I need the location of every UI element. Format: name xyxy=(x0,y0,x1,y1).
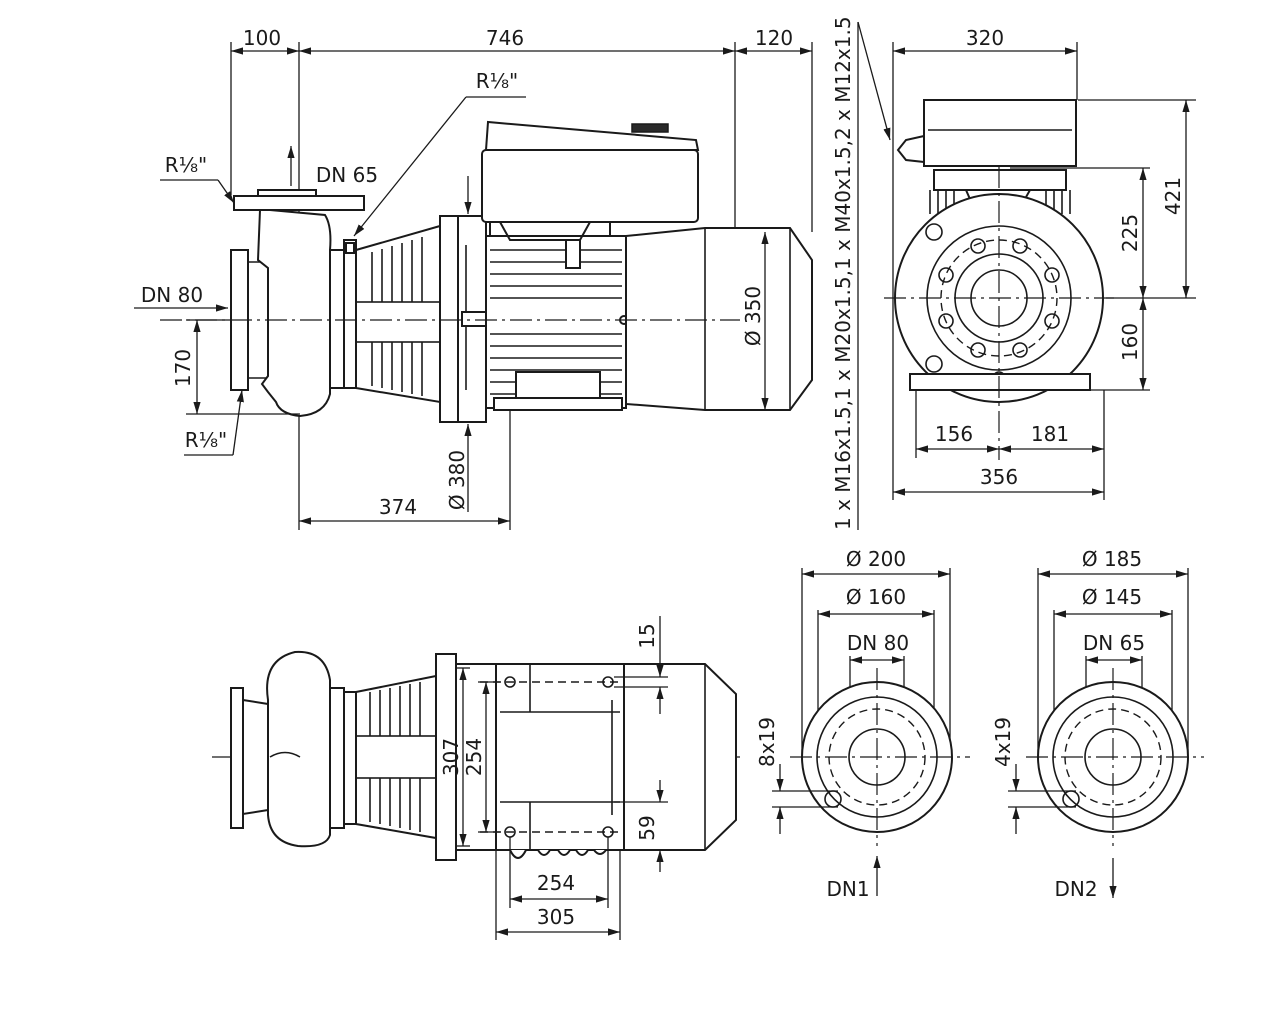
top-suction-flange xyxy=(230,687,244,829)
dim-746: 746 xyxy=(486,26,524,50)
dim-181: 181 xyxy=(1031,422,1069,446)
label-dn65: DN 65 xyxy=(316,163,378,187)
dim-motor-diameter: Ø 350 xyxy=(741,286,765,346)
dim-421: 421 xyxy=(1161,177,1185,215)
label-r-bottom: R¹⁄₈" xyxy=(185,428,227,452)
label-dn2: DN2 xyxy=(1054,877,1097,901)
pump-volute xyxy=(256,209,332,418)
dim-dn2-outer: Ø 185 xyxy=(1082,547,1142,571)
front-fins xyxy=(929,190,1071,214)
label-dn65-flange: DN 65 xyxy=(1083,631,1145,655)
label-holes-dn2: 4x19 xyxy=(991,717,1015,767)
dim-225: 225 xyxy=(1118,214,1142,252)
top-lantern-ribs xyxy=(355,682,437,832)
fan-cover xyxy=(625,227,813,411)
dim-100: 100 xyxy=(243,26,281,50)
label-dn1: DN1 xyxy=(826,877,869,901)
flange-dn1: Ø 200 Ø 160 DN 80 8x19 DN1 xyxy=(755,547,970,901)
lantern xyxy=(355,224,441,404)
front-view: 320 xyxy=(884,26,1196,500)
dim-320: 320 xyxy=(966,26,1004,50)
label-dn80-flange: DN 80 xyxy=(847,631,909,655)
flange-dn2: Ø 185 Ø 145 DN 65 4x19 DN2 xyxy=(991,547,1204,901)
pressure-flange xyxy=(233,195,365,211)
dim-156: 156 xyxy=(935,422,973,446)
top-volute xyxy=(266,650,331,848)
dim-305: 305 xyxy=(537,905,575,929)
dim-170: 170 xyxy=(171,349,195,387)
cable-gland-note: 1 x M16x1.5,1 x M20x1.5,1 x M40x1.5,2 x … xyxy=(831,16,891,530)
label-holes-dn1: 8x19 xyxy=(755,717,779,767)
top-terminal-bumps xyxy=(509,849,607,859)
dim-120: 120 xyxy=(755,26,793,50)
dim-254-horizontal: 254 xyxy=(537,871,575,895)
front-electronics-module xyxy=(923,99,1077,167)
dim-356: 356 xyxy=(980,465,1018,489)
label-r-left: R¹⁄₈" xyxy=(165,153,207,177)
dim-flange-diameter: Ø 380 xyxy=(445,450,469,510)
label-r-top: R¹⁄₈" xyxy=(476,69,518,93)
motor-foot xyxy=(493,397,623,411)
top-view: 307 254 15 59 254 305 xyxy=(212,616,740,940)
side-view: Ø 350 Ø 380 374 170 DN 80 DN 65 R¹⁄₈" R¹… xyxy=(134,26,813,530)
dim-307: 307 xyxy=(439,738,463,776)
dim-15: 15 xyxy=(635,623,659,648)
top-motor-body xyxy=(495,663,625,851)
dim-dn1-bolt-circle: Ø 160 xyxy=(846,585,906,609)
front-bolt-holes xyxy=(925,223,1060,385)
dim-dn1-outer: Ø 200 xyxy=(846,547,906,571)
front-base xyxy=(909,373,1091,391)
dim-59: 59 xyxy=(635,815,659,840)
label-dn80: DN 80 xyxy=(141,283,203,307)
motor-flange-plate xyxy=(439,215,459,423)
electronics-module xyxy=(481,149,699,223)
dim-254-vertical: 254 xyxy=(462,738,486,776)
dim-160: 160 xyxy=(1118,323,1142,361)
dim-dn2-bolt-circle: Ø 145 xyxy=(1082,585,1142,609)
dim-374: 374 xyxy=(379,495,417,519)
cable-gland-spec: 1 x M16x1.5,1 x M20x1.5,1 x M40x1.5,2 x … xyxy=(831,16,855,530)
